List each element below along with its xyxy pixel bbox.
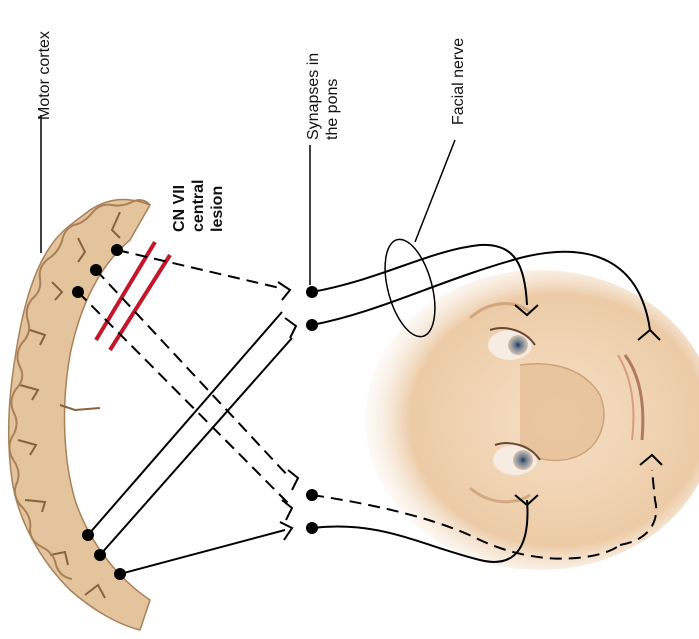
cortex-neuron-5 — [94, 549, 106, 561]
pons-neuron-2 — [306, 319, 318, 331]
cortex-neuron-3 — [72, 286, 84, 298]
terminal-upper-2 — [285, 318, 296, 338]
motor-cortex-label: Motor cortex — [36, 31, 53, 120]
cortex-neuron-6 — [114, 568, 126, 580]
dashed-neuron-3 — [78, 292, 290, 505]
pons-neuron-3 — [306, 489, 318, 501]
terminal-lower-1 — [288, 470, 298, 490]
facial-nerve-leader — [415, 140, 455, 242]
upper-motor-neuron-lower-1 — [88, 312, 282, 535]
cortex-neuron-1 — [111, 244, 123, 256]
cortex-neuron-4 — [82, 529, 94, 541]
pons-neuron-1 — [306, 286, 318, 298]
lesion-label-line1: CN VII — [171, 185, 188, 232]
lesion-label-line3: lesion — [209, 186, 226, 232]
terminal-lower-2 — [282, 500, 292, 520]
face-illustration — [365, 270, 699, 570]
lesion-label-line2: central — [190, 180, 207, 232]
motor-cortex-slice — [9, 200, 150, 630]
cortex-neuron-2 — [90, 264, 102, 276]
dashed-neuron-1 — [117, 250, 280, 288]
upper-motor-neuron-lower-2 — [100, 338, 292, 555]
synapses-label-line2: the pons — [324, 79, 341, 140]
upper-motor-neuron-lower-3 — [120, 530, 285, 574]
pons-neuron-4 — [306, 522, 318, 534]
cortex-gray-matter — [9, 200, 150, 630]
facial-nerve-label: Facial nerve — [450, 38, 467, 125]
terminal-upper-1 — [278, 282, 290, 300]
synapses-label-line1: Synapses in — [305, 53, 322, 140]
